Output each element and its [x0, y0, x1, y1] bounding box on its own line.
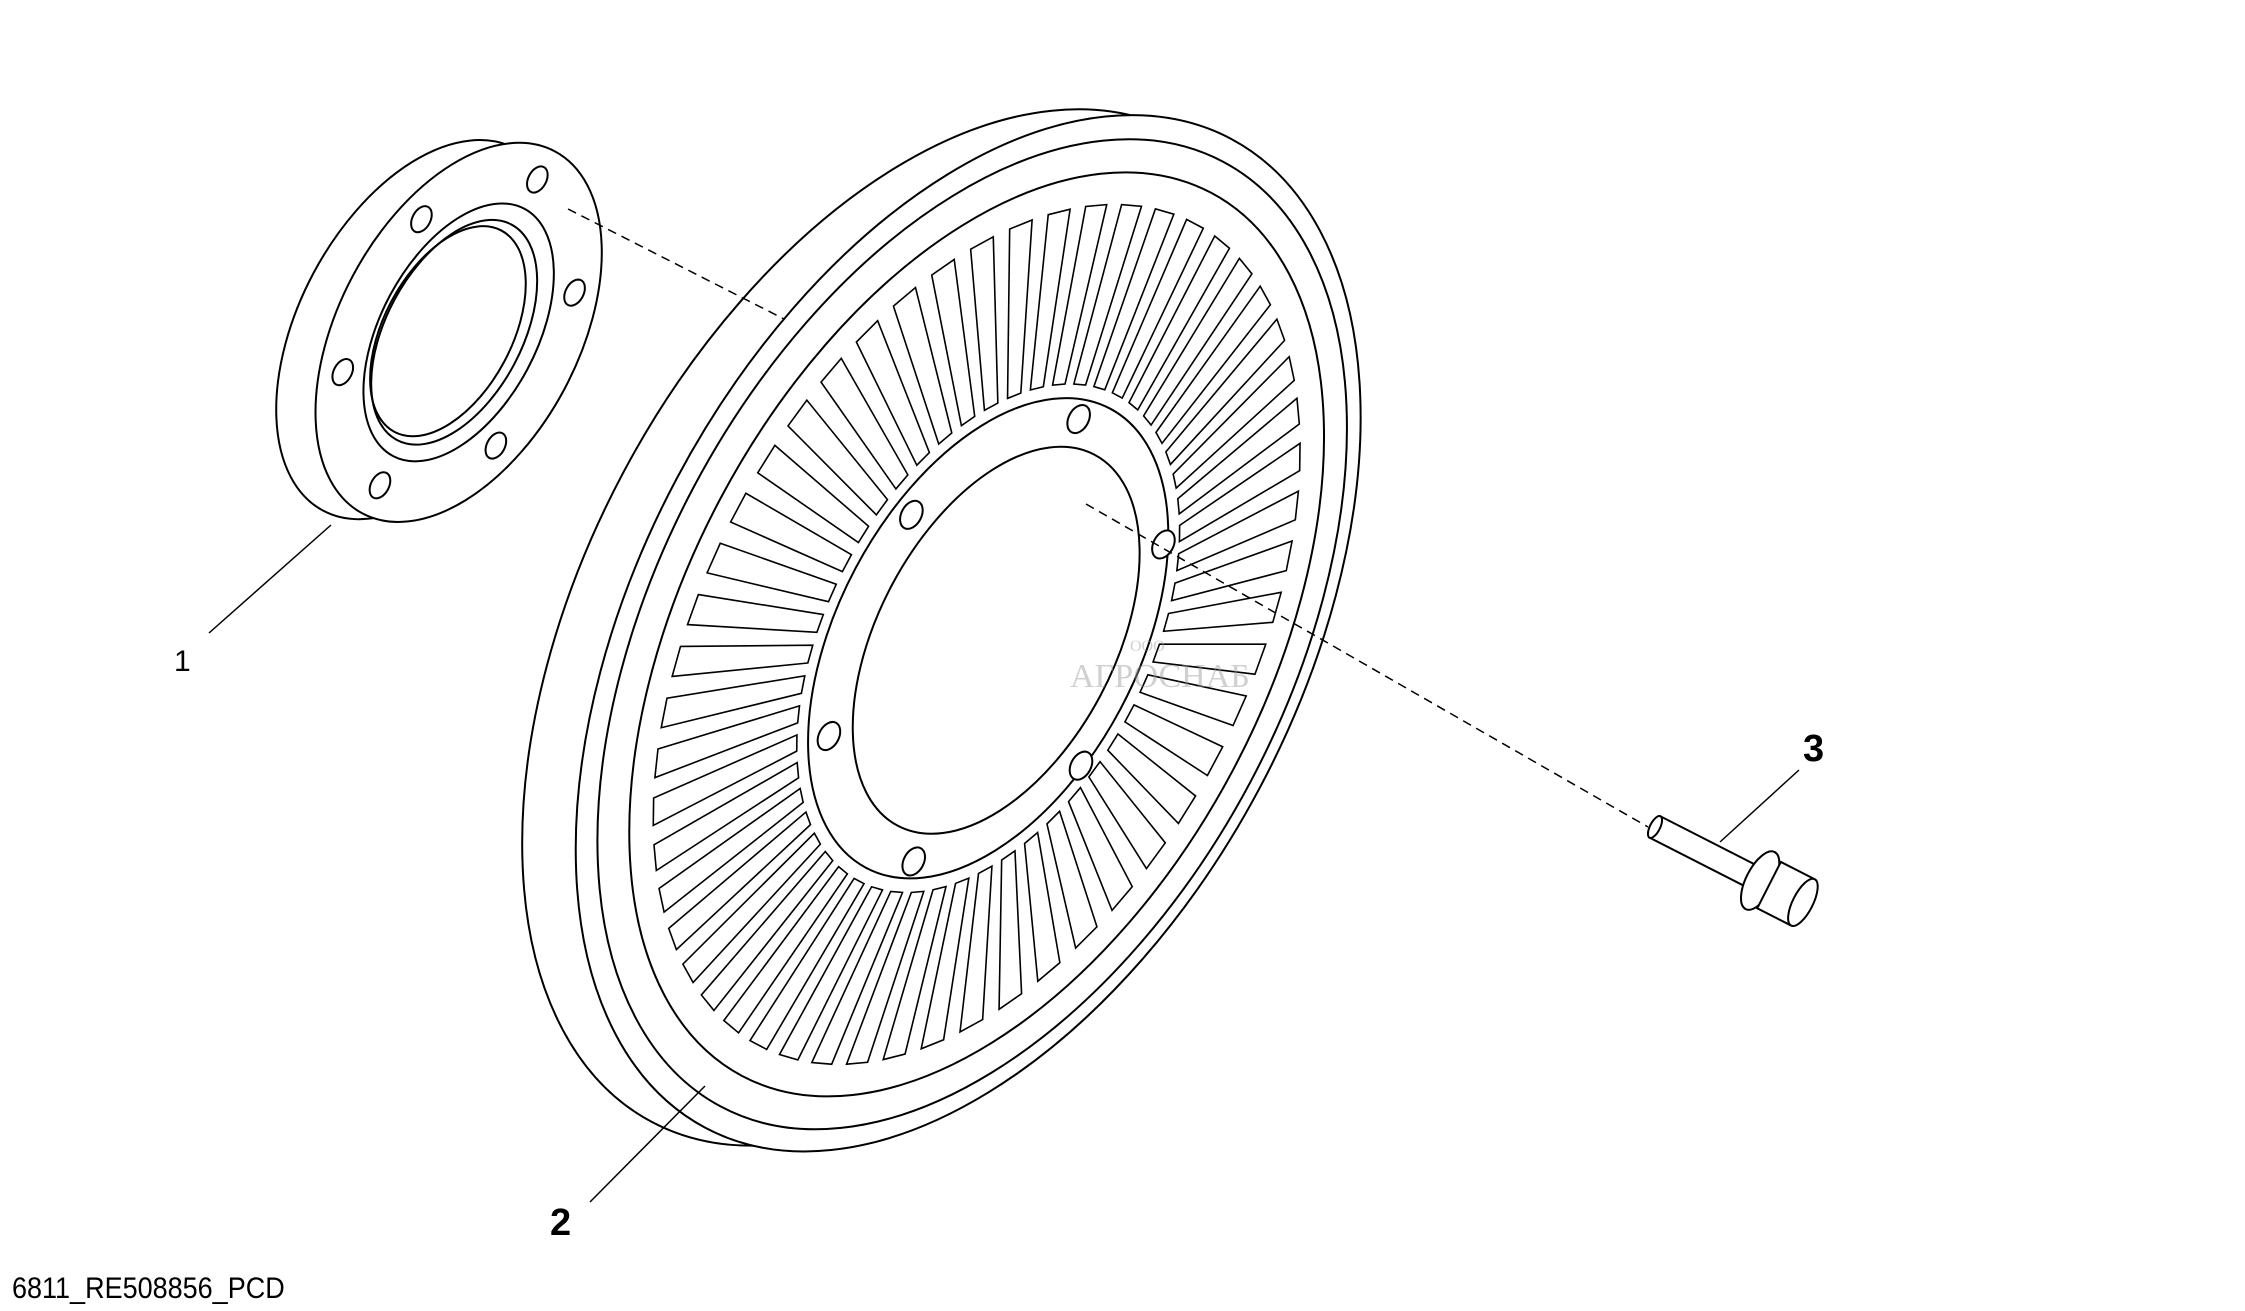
gear-tooth: [855, 319, 931, 467]
gear-bolt-hole: [816, 720, 842, 752]
gear-tooth: [1164, 317, 1286, 466]
gear-tooth: [667, 810, 812, 952]
alignment-line-seal: [567, 208, 785, 320]
figure-caption: 6811_RE508856_PCD: [12, 1272, 285, 1305]
gear-tooth: [1029, 208, 1072, 392]
gear-tooth: [892, 286, 953, 446]
gear-tooth: [1023, 830, 1061, 983]
gear-tooth: [969, 235, 999, 412]
gear-tooth: [1155, 284, 1272, 445]
gear-tooth: [1123, 703, 1224, 777]
gear-tooth: [786, 398, 889, 517]
callout-3: 3: [1803, 728, 1825, 770]
leader-line-2: [589, 1085, 706, 1203]
gear-tooth: [705, 542, 838, 603]
gear-tooth: [1092, 207, 1175, 391]
gear-tooth: [658, 787, 805, 914]
gear-tooth: [920, 876, 970, 1051]
seal-bolt-hole: [410, 205, 433, 234]
gear-tooth: [1067, 786, 1134, 912]
seal-bolt-hole: [484, 431, 508, 460]
gear-tooth: [1151, 643, 1267, 676]
gear-tooth: [959, 864, 993, 1034]
gear-tooth: [1176, 396, 1301, 516]
gear-bolt-hole: [1068, 750, 1094, 781]
gear-tooth: [686, 593, 825, 634]
gear-tooth: [998, 849, 1023, 1011]
gear-tooth: [748, 877, 866, 1051]
gear-part-2: [521, 108, 1362, 1153]
gear-bolt-hole: [1066, 403, 1091, 435]
gear-tooth: [729, 492, 853, 573]
gear-tooth: [1106, 732, 1197, 825]
gear-tooth: [930, 258, 976, 427]
gear-tooth: [810, 890, 904, 1066]
gear-tooth: [652, 733, 798, 827]
gear-tooth: [1072, 203, 1143, 386]
gear-tooth: [681, 831, 822, 984]
watermark-logo: ООО АГРОСНАБ: [1010, 620, 1250, 710]
watermark-name: АГРОСНАБ: [1070, 658, 1250, 695]
seal-bolt-hole: [331, 358, 355, 387]
seal-bolt-hole: [563, 278, 586, 307]
gear-tooth: [1175, 489, 1300, 572]
gear-tooth: [700, 850, 834, 1012]
gear-tooth: [1162, 591, 1283, 633]
leader-line-3: [1719, 769, 1800, 843]
gear-tooth: [1128, 234, 1231, 412]
gear-bolt-hole: [899, 499, 924, 530]
callout-1: 1: [174, 645, 191, 678]
watermark-prefix: ООО: [1130, 638, 1165, 655]
bolt-part-3: [1646, 814, 1819, 927]
gear-tooth: [778, 885, 884, 1061]
gear-tooth: [722, 865, 849, 1034]
gear-tooth: [1142, 256, 1253, 427]
gear-tooth: [1046, 809, 1098, 950]
gear-tooth: [671, 644, 814, 678]
gear-tooth: [1178, 441, 1301, 543]
callout-2: 2: [550, 1202, 572, 1244]
gear-tooth: [1139, 673, 1248, 727]
gear-tooth: [882, 885, 948, 1061]
gear-tooth: [653, 761, 800, 872]
gear-tooth: [653, 704, 801, 779]
gear-tooth: [756, 444, 870, 544]
gear-tooth: [1006, 218, 1033, 400]
gear-tooth: [845, 890, 925, 1066]
gear-tooth: [1051, 203, 1108, 387]
gear-tooth: [1087, 760, 1167, 871]
gear-tooth: [1172, 355, 1296, 490]
gear-bolt-hole: [901, 846, 927, 877]
seal-part-1: [275, 139, 603, 523]
gear-tooth: [1170, 539, 1294, 602]
seal-bolt-hole: [526, 165, 549, 194]
alignment-line-bolt: [1085, 503, 1649, 828]
gear-tooth: [660, 674, 806, 729]
leader-line-1: [208, 524, 332, 634]
gear-tooth: [820, 357, 909, 491]
gear-tooth: [1111, 218, 1205, 400]
seal-bolt-hole: [368, 471, 392, 500]
